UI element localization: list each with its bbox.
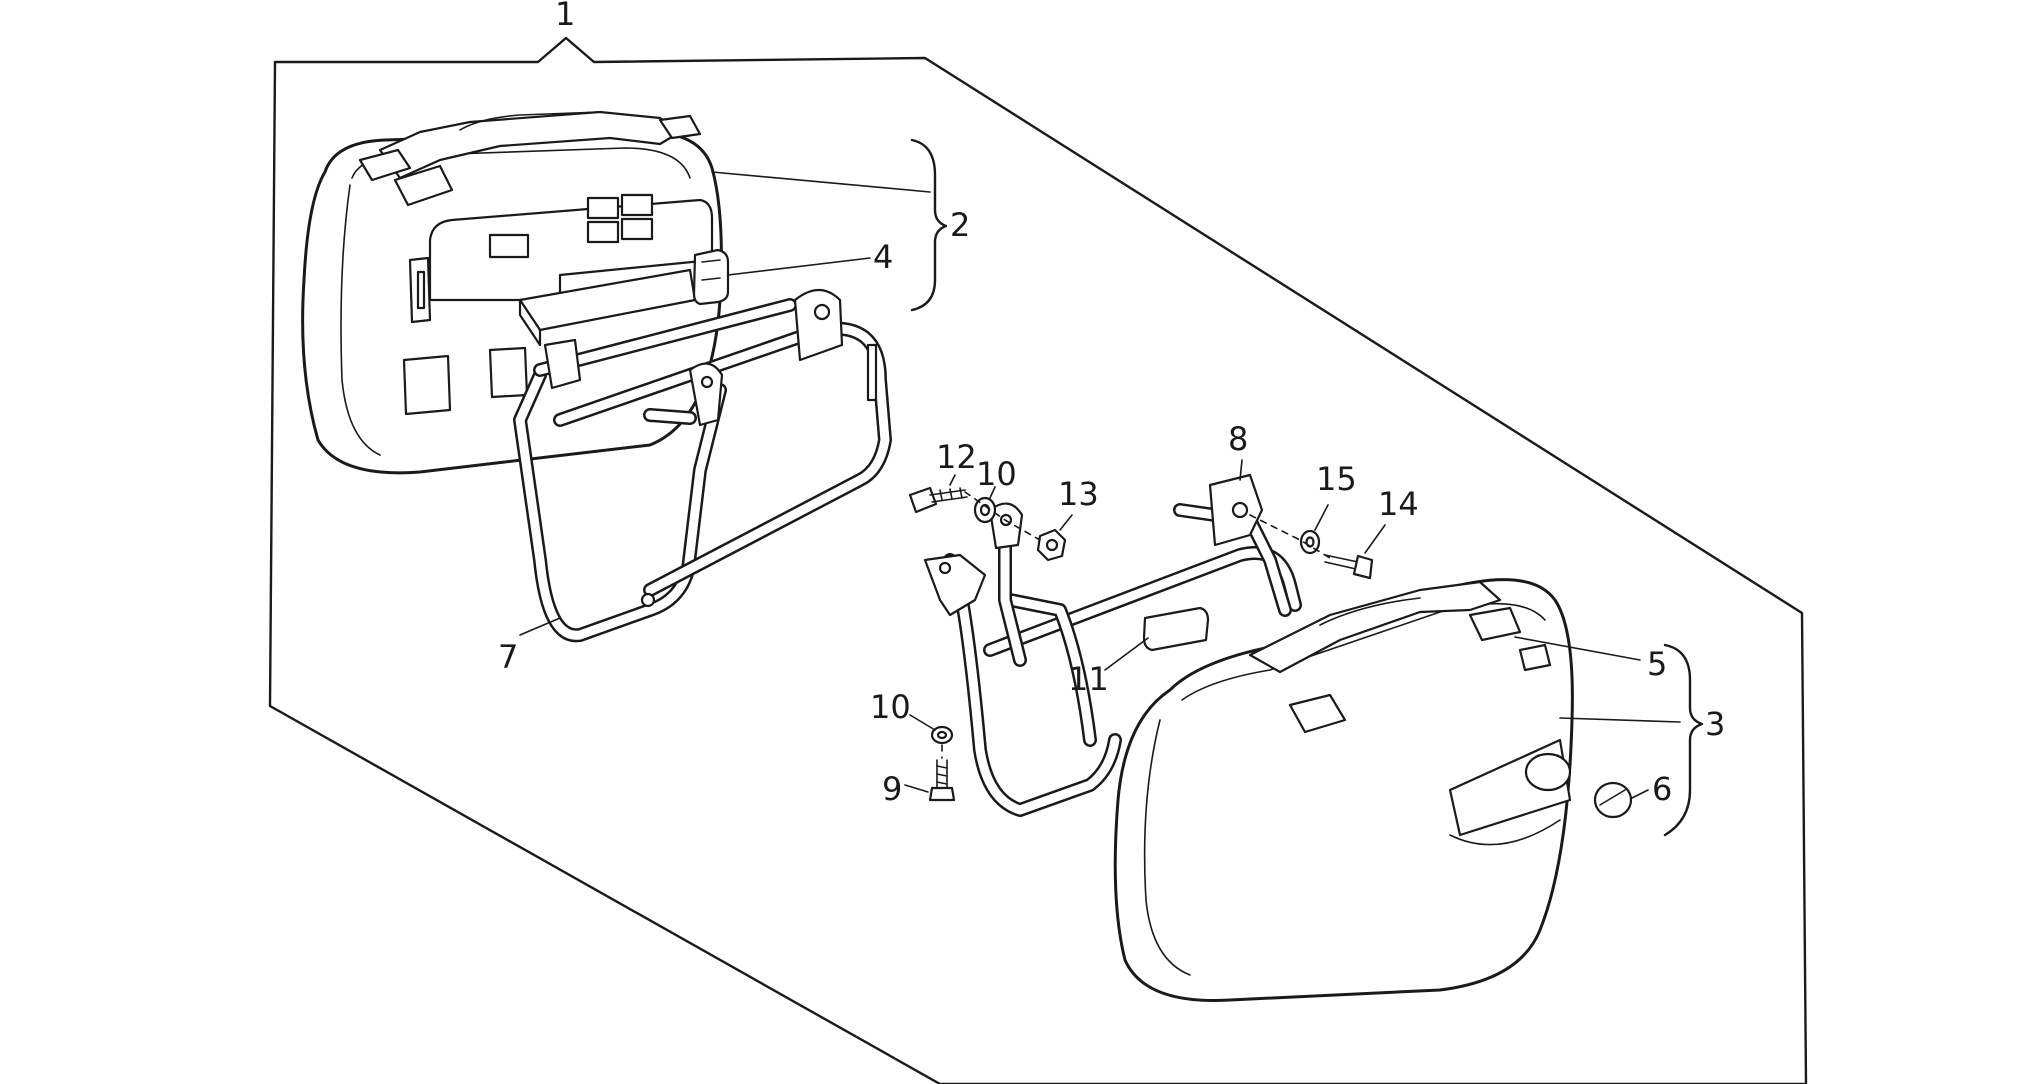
hardware-fasteners bbox=[908, 486, 1374, 802]
callout-10-lower: 10 bbox=[870, 688, 911, 726]
callout-6: 6 bbox=[1652, 770, 1672, 808]
callout-5: 5 bbox=[1647, 645, 1667, 683]
callout-10-upper: 10 bbox=[976, 455, 1017, 493]
right-pannier-case bbox=[1113, 578, 1633, 1002]
kit-boundary-outline bbox=[268, 36, 1808, 1084]
callout-3: 3 bbox=[1705, 705, 1725, 743]
callout-4: 4 bbox=[873, 238, 893, 276]
callout-8: 8 bbox=[1228, 420, 1248, 458]
leader-lines bbox=[519, 138, 1704, 837]
callout-12: 12 bbox=[936, 438, 977, 476]
callout-15: 15 bbox=[1316, 460, 1357, 498]
callout-1: 1 bbox=[555, 0, 575, 33]
right-carrier-frame bbox=[923, 473, 1302, 817]
callout-13: 13 bbox=[1058, 475, 1099, 513]
callout-7: 7 bbox=[498, 638, 518, 676]
callout-14: 14 bbox=[1378, 485, 1419, 523]
left-pannier-case bbox=[301, 110, 730, 475]
left-carrier-frame bbox=[513, 288, 892, 643]
callout-11: 11 bbox=[1068, 660, 1109, 698]
callout-labels: 1 2 3 4 5 6 7 8 9 10 10 11 12 13 14 15 bbox=[498, 0, 1725, 808]
callout-2: 2 bbox=[950, 206, 970, 244]
callout-9: 9 bbox=[882, 770, 902, 808]
